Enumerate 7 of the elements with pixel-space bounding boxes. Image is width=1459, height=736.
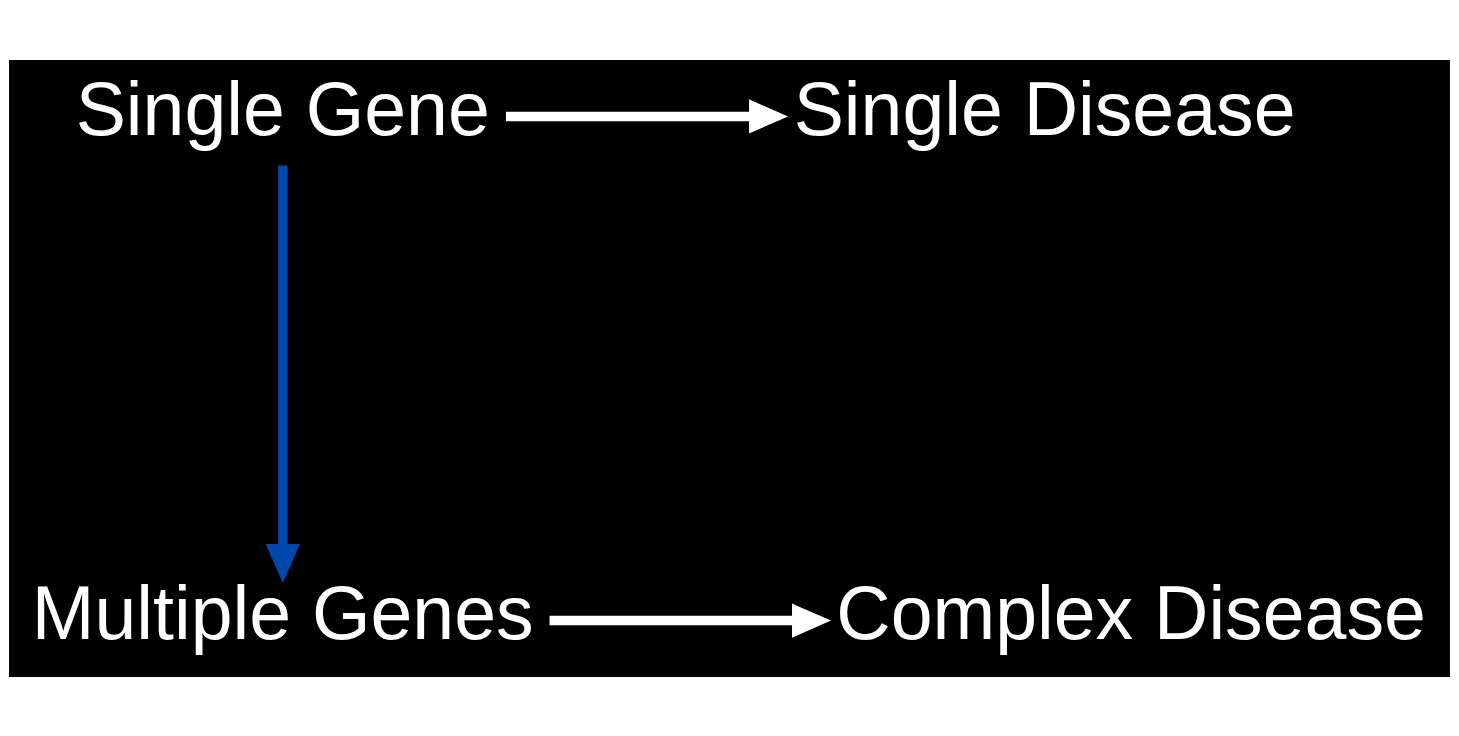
arrow (265, 164, 300, 583)
node-text: Complex Disease (836, 570, 1426, 655)
node-text: Single Gene (75, 66, 490, 151)
node-text: Multiple Genes (31, 570, 534, 655)
node-text: Single Disease (793, 66, 1296, 151)
arrow (549, 603, 832, 638)
arrow (505, 98, 789, 133)
